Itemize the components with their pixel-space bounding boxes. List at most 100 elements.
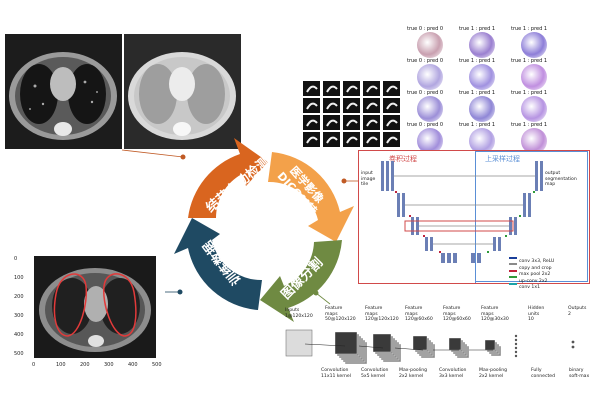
nodule-patch-shape bbox=[386, 102, 398, 110]
nodule-patch-shape bbox=[386, 136, 398, 144]
workflow-cycle-diagram: 结节自动检测 医学影像DICOM转换 图像分割 训练数据 bbox=[170, 130, 360, 330]
nodule-patch-shape bbox=[346, 102, 358, 110]
cnn-label: Feature bbox=[365, 306, 383, 311]
x-tick-label: 100 bbox=[56, 362, 66, 368]
feature-map bbox=[484, 339, 496, 351]
nodule-patch bbox=[363, 98, 380, 113]
classifier-label: true 1 : pred 1 bbox=[459, 58, 496, 64]
nodule-patch bbox=[303, 81, 320, 96]
cnn-label: maps bbox=[481, 311, 494, 317]
y-tick-label: 200 bbox=[14, 294, 24, 300]
y-tick-label: 0 bbox=[14, 256, 18, 262]
nodule-patch bbox=[323, 98, 340, 113]
classifier-label: true 0 : pred 0 bbox=[407, 90, 444, 96]
unet-legend-item: conv 1x1 bbox=[509, 273, 540, 292]
unet-legend-label: max pool 2x2 bbox=[519, 272, 551, 277]
classifier-label: true 0 : pred 0 bbox=[407, 26, 444, 32]
cell-thumbnail bbox=[417, 64, 443, 90]
cnn-label: Feature bbox=[405, 306, 423, 311]
nodule-patch-shape bbox=[306, 119, 318, 127]
x-tick-label: 0 bbox=[32, 362, 36, 368]
unet-legend-item: max pool 2x2 bbox=[509, 260, 550, 279]
unet-legend-swatch bbox=[509, 269, 517, 272]
feature-map bbox=[372, 333, 392, 353]
unet-legend-swatch bbox=[509, 263, 517, 265]
unet-legend-item: copy and crop bbox=[509, 254, 552, 273]
nodule-patch bbox=[343, 132, 360, 147]
cell-thumbnail bbox=[469, 32, 495, 58]
nodule-patch-shape bbox=[326, 119, 338, 127]
segmentation-ct-image bbox=[34, 256, 156, 358]
unet-legend-swatch bbox=[509, 276, 517, 278]
cell-thumbnail bbox=[469, 128, 495, 154]
nodule-patch-shape bbox=[306, 102, 318, 110]
classifier-label: true 1 : pred 1 bbox=[459, 26, 496, 32]
nodule-patch bbox=[343, 98, 360, 113]
classifier-label: true 1 : pred 1 bbox=[511, 122, 548, 128]
cnn-label: Max-pooling bbox=[479, 368, 508, 373]
cell-thumbnail bbox=[417, 32, 443, 58]
cnn-label: Outputs bbox=[568, 306, 587, 311]
cnn-label: Feature bbox=[325, 306, 343, 311]
cnn-label: maps bbox=[325, 311, 338, 317]
cnn-label: 120@30x30 bbox=[481, 317, 509, 322]
nodule-patch-shape bbox=[326, 136, 338, 144]
unet-right-panel bbox=[475, 151, 588, 282]
unet-output-label: output segmentation map bbox=[545, 171, 577, 187]
nodule-patch bbox=[303, 115, 320, 130]
cnn-label: Convolution bbox=[361, 368, 389, 373]
nodule-patch bbox=[383, 132, 400, 147]
nodule-patch-grid bbox=[303, 81, 403, 149]
x-tick-label: 200 bbox=[80, 362, 90, 368]
classifier-label: true 1 : pred 1 bbox=[459, 90, 496, 96]
ct-scan-mediastinal-window bbox=[124, 34, 241, 149]
nodule-patch-shape bbox=[346, 85, 358, 93]
cell-thumbnail bbox=[521, 32, 547, 58]
nodule-patch-shape bbox=[366, 85, 378, 93]
cnn-label: 5x5 kernel bbox=[361, 373, 386, 379]
unet-left-title: 卷积过程 bbox=[389, 155, 417, 163]
y-tick-label: 100 bbox=[14, 275, 24, 281]
cell-thumbnail bbox=[469, 64, 495, 90]
unet-legend-label: conv 3x3, ReLU bbox=[519, 259, 555, 264]
cnn-label: maps bbox=[365, 311, 378, 317]
cnn-label: Inputs bbox=[285, 308, 300, 313]
cnn-label: 120@60x60 bbox=[405, 317, 433, 322]
unet-input-label: input image tile bbox=[361, 171, 376, 187]
classifier-label: true 1 : pred 1 bbox=[459, 122, 496, 128]
cnn-label: Feature bbox=[481, 306, 499, 311]
nodule-patch bbox=[323, 132, 340, 147]
cnn-label: maps bbox=[405, 311, 418, 317]
nodule-patch bbox=[303, 98, 320, 113]
x-tick-label: 400 bbox=[128, 362, 138, 368]
feature-map bbox=[412, 335, 428, 351]
cnn-label: 50@120x120 bbox=[325, 317, 356, 322]
nodule-patch-shape bbox=[366, 136, 378, 144]
feature-map bbox=[334, 331, 358, 355]
cnn-label: 2x2 kernel bbox=[479, 373, 504, 379]
nodule-patch-shape bbox=[346, 136, 358, 144]
unet-legend-swatch bbox=[509, 256, 517, 259]
classifier-label: true 1 : pred 1 bbox=[511, 26, 548, 32]
cnn-label: 1@120x120 bbox=[285, 313, 313, 319]
cnn-label: Convolution bbox=[321, 368, 349, 373]
nodule-patch-shape bbox=[366, 102, 378, 110]
cell-thumbnail bbox=[417, 128, 443, 154]
nodule-patch-shape bbox=[386, 85, 398, 93]
unet-blocks bbox=[381, 161, 543, 263]
unet-legend-item: up-conv 2x2 bbox=[509, 267, 547, 286]
unet-legend-label: up-conv 2x2 bbox=[519, 278, 548, 284]
nodule-patch-shape bbox=[326, 85, 338, 93]
nodule-patch bbox=[323, 115, 340, 130]
cnn-label: 11x11 kernel bbox=[321, 373, 352, 379]
cnn-label: 3x3 kernel bbox=[439, 373, 464, 379]
y-tick-label: 400 bbox=[14, 332, 24, 338]
cell-thumbnail bbox=[521, 64, 547, 90]
nodule-patch bbox=[363, 132, 380, 147]
classifier-label: true 1 : pred 1 bbox=[511, 58, 548, 64]
nodule-patch bbox=[343, 115, 360, 130]
feature-map bbox=[448, 337, 462, 351]
